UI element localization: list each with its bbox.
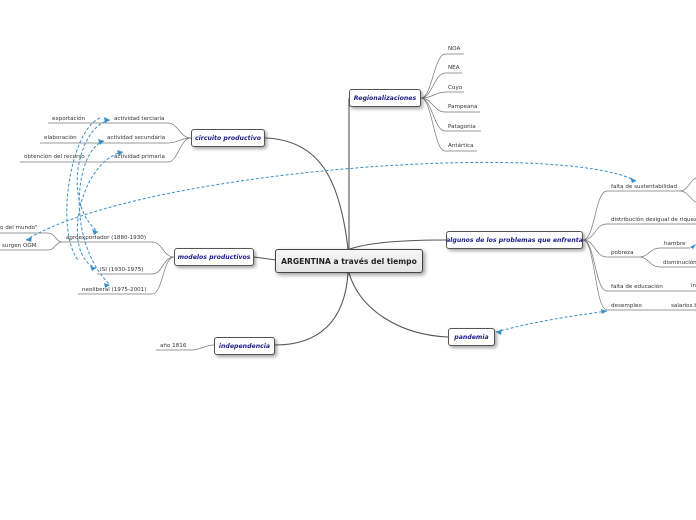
link-central-modelos: [253, 256, 277, 261]
leaf-modelo-sub[interactable]: surgen OGM: [2, 243, 37, 249]
branch-independencia[interactable]: independencia: [214, 337, 275, 355]
leaf-modelo[interactable]: ISI (1930-1975): [100, 267, 144, 273]
relation-pandemia-desempleo: [495, 310, 608, 333]
leaf-independencia[interactable]: año 1816: [160, 343, 187, 349]
leaf-region[interactable]: NOA: [448, 46, 461, 52]
leaf-problema[interactable]: falta de educación: [611, 284, 663, 290]
leaf-region[interactable]: Cuyo: [448, 85, 463, 91]
branch-pandemia[interactable]: pandemia: [448, 328, 495, 346]
branch-modelos-productivos[interactable]: modelos productivos: [174, 248, 254, 266]
central-topic[interactable]: ARGENTINA a través del tiempo: [275, 249, 423, 273]
branch-regionalizaciones[interactable]: Regionalizaciones: [349, 89, 421, 107]
leaf-actividad[interactable]: actividad terciaria: [114, 116, 165, 122]
leaf-problema-sub[interactable]: salarios b: [671, 303, 696, 309]
leaf-actividad[interactable]: actividad primaria: [114, 154, 165, 160]
leaf-region[interactable]: NEA: [448, 65, 460, 71]
leaf-problema[interactable]: distribución desigual de riqueza: [611, 217, 696, 223]
link-central-independencia: [274, 272, 349, 346]
link-central-circuito: [264, 137, 349, 250]
link-central-problemas: [349, 239, 447, 250]
branch-problemas[interactable]: algunos de los problemas que enfrenta: [446, 231, 583, 249]
leaf-ejemplo[interactable]: obtención del recurso: [24, 154, 85, 160]
leaf-problema-sub[interactable]: in: [691, 283, 696, 289]
leaf-region[interactable]: Pampeana: [448, 104, 478, 110]
branch-circuito-productivo[interactable]: circuito productivo: [191, 129, 265, 147]
leaf-problema[interactable]: pobreza: [611, 250, 634, 256]
leaf-problema-sub[interactable]: hambre: [664, 241, 686, 247]
leaf-actividad[interactable]: actividad secundaria: [107, 135, 166, 141]
leaf-problema-sub[interactable]: disminución: [663, 260, 696, 266]
leaf-ejemplo[interactable]: exportación: [52, 116, 86, 122]
leaf-region[interactable]: Patagonia: [448, 124, 476, 130]
relation-sustentabilidad: [25, 161, 637, 241]
leaf-region[interactable]: Antártica: [448, 143, 474, 149]
link-central-pandemia: [348, 272, 449, 338]
leaf-problema[interactable]: falta de sustentabilidad: [611, 184, 678, 190]
leaf-modelo[interactable]: neoliberal (1975-2001): [82, 287, 147, 293]
leaf-problema[interactable]: desempleo: [611, 303, 642, 309]
leaf-ejemplo[interactable]: elaboración: [44, 135, 77, 141]
leaf-modelo-sub[interactable]: o del mundo": [0, 225, 38, 231]
leaf-modelo[interactable]: agroexportador (1880-1930): [66, 235, 147, 241]
